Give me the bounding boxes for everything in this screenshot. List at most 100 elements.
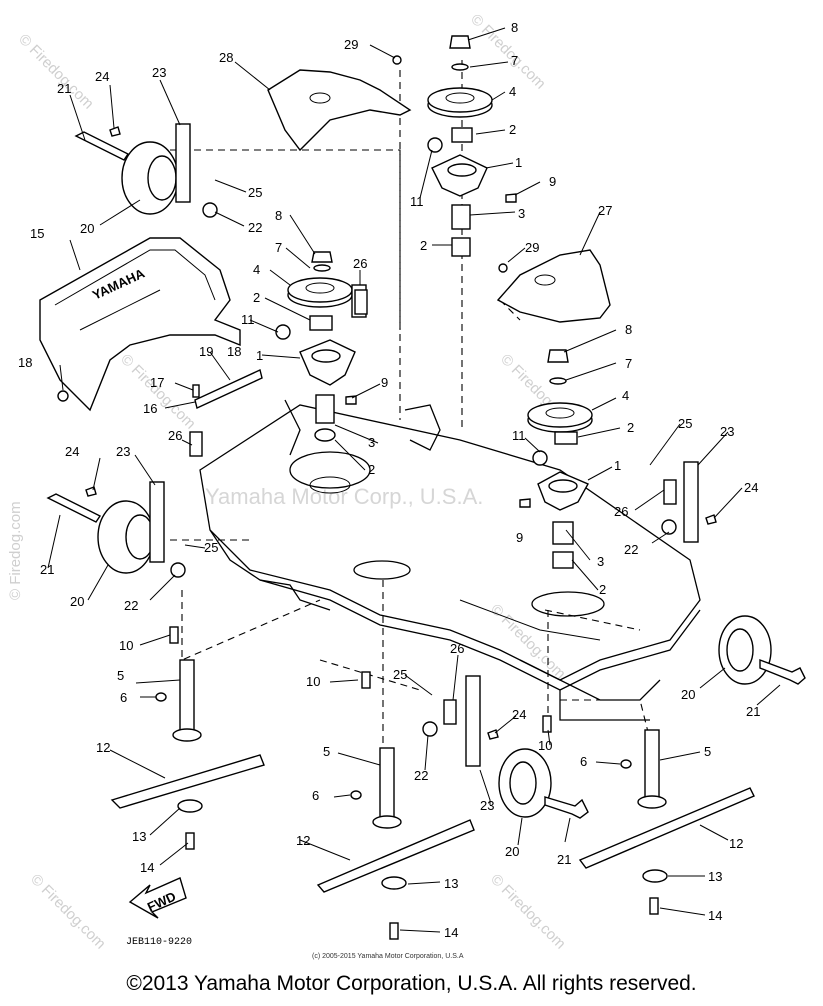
- callout-label: 16: [143, 401, 157, 416]
- left-spindle-stack: [275, 251, 367, 442]
- callout-label: 21: [57, 81, 71, 96]
- callout-label: 22: [124, 598, 138, 613]
- watermark-corner: © Firedog.com: [487, 871, 569, 953]
- callout-label: 29: [344, 37, 358, 52]
- forward-arrow-icon: FWD: [128, 877, 187, 919]
- callout-label: 12: [96, 740, 110, 755]
- callout-label: 1: [256, 348, 263, 363]
- callout-label: 24: [95, 69, 109, 84]
- callout-label: 10: [119, 638, 133, 653]
- callout-label: 26: [353, 256, 367, 271]
- watermark-corner: © Firedog.com: [117, 351, 199, 433]
- washers-bolts: [177, 799, 668, 940]
- callout-label: 4: [622, 388, 629, 403]
- gauge-wheels: [97, 141, 772, 818]
- callout-label: 9: [381, 375, 388, 390]
- callout-label: 2: [627, 420, 634, 435]
- callout-label: 23: [116, 444, 130, 459]
- callout-label: 12: [729, 836, 743, 851]
- callout-label: 8: [511, 20, 518, 35]
- discharge-chute: YAMAHA: [39, 237, 241, 412]
- callout-label: 5: [704, 744, 711, 759]
- watermark-corner: © Firedog.com: [7, 501, 24, 600]
- callout-label: 8: [625, 322, 632, 337]
- callout-label: 20: [70, 594, 84, 609]
- cutter-blades: [110, 754, 755, 893]
- callout-label: 6: [312, 788, 319, 803]
- callout-label: 21: [40, 562, 54, 577]
- callout-label: 27: [598, 203, 612, 218]
- callout-label: 20: [505, 844, 519, 859]
- diagram-code: JEB110-9220: [126, 937, 192, 948]
- callout-label: 4: [509, 84, 516, 99]
- callout-label: 2: [368, 462, 375, 477]
- callout-label: 24: [512, 707, 526, 722]
- callout-label: 23: [152, 65, 166, 80]
- mower-deck: [199, 399, 701, 721]
- callout-label: 7: [625, 356, 632, 371]
- callout-label: 3: [368, 435, 375, 450]
- callout-label: 11: [241, 312, 255, 327]
- callout-label: 26: [614, 504, 628, 519]
- callout-label: 18: [227, 344, 241, 359]
- callout-label: 7: [275, 240, 282, 255]
- copyright-footer: ©2013 Yamaha Motor Corporation, U.S.A. A…: [126, 972, 697, 995]
- right-spindle-stack: [527, 349, 593, 569]
- callout-label: 10: [538, 738, 552, 753]
- callout-label: 13: [132, 829, 146, 844]
- callout-label: 14: [444, 925, 458, 940]
- callout-label: 10: [306, 674, 320, 689]
- callout-label: 21: [746, 704, 760, 719]
- small-hardware: [57, 55, 717, 800]
- callout-label: 25: [248, 185, 262, 200]
- callout-label: 23: [720, 424, 734, 439]
- callout-label: 1: [614, 458, 621, 473]
- callout-label: 24: [744, 480, 758, 495]
- callout-label: 1: [515, 155, 522, 170]
- callout-label: 2: [253, 290, 260, 305]
- callout-label: 18: [18, 355, 32, 370]
- callout-label: 2: [599, 582, 606, 597]
- callout-label: 23: [480, 798, 494, 813]
- callout-label: 22: [414, 768, 428, 783]
- callout-label: 22: [624, 542, 638, 557]
- callout-label: 13: [708, 869, 722, 884]
- small-copyright: (c) 2005-2015 Yamaha Motor Corporation, …: [312, 953, 464, 960]
- leader-lines: [47, 27, 781, 933]
- callout-label: 22: [248, 220, 262, 235]
- watermark-corner: © Firedog.com: [487, 601, 569, 683]
- height-brackets: [149, 123, 699, 767]
- watermark-corner: © Firedog.com: [15, 31, 97, 113]
- callout-label: 25: [678, 416, 692, 431]
- callout-label: 8: [275, 208, 282, 223]
- callout-label: 25: [204, 540, 218, 555]
- callout-label: 5: [323, 744, 330, 759]
- watermark-corner: © Firedog.com: [467, 11, 549, 93]
- callout-label: 20: [681, 687, 695, 702]
- callout-label: 11: [512, 428, 526, 443]
- callout-label: 15: [30, 226, 44, 241]
- callout-label: 20: [80, 221, 94, 236]
- callout-label: 19: [199, 344, 213, 359]
- callout-label: 6: [580, 754, 587, 769]
- callout-label: 21: [557, 852, 571, 867]
- spindle-shafts: [172, 659, 667, 829]
- watermark-center: Yamaha Motor Corp., U.S.A.: [205, 484, 483, 509]
- callout-label: 9: [549, 174, 556, 189]
- callout-numbers: 1 1 1 2 2 2 2 2 2 3 3 3 4 4 4 5 5 5 6 6 …: [18, 20, 760, 940]
- callout-label: 14: [708, 908, 722, 923]
- watermark-corner: © Firedog.com: [27, 871, 109, 953]
- callout-label: 3: [597, 554, 604, 569]
- callout-label: 28: [219, 50, 233, 65]
- callout-label: 12: [296, 833, 310, 848]
- callout-label: 2: [509, 122, 516, 137]
- callout-label: 26: [450, 641, 464, 656]
- callout-label: 3: [518, 206, 525, 221]
- belt-covers: [267, 69, 611, 323]
- callout-label: 5: [117, 668, 124, 683]
- callout-label: 9: [516, 530, 523, 545]
- callout-label: 29: [525, 240, 539, 255]
- callout-label: 7: [511, 53, 518, 68]
- wheel-bolts: [46, 131, 806, 819]
